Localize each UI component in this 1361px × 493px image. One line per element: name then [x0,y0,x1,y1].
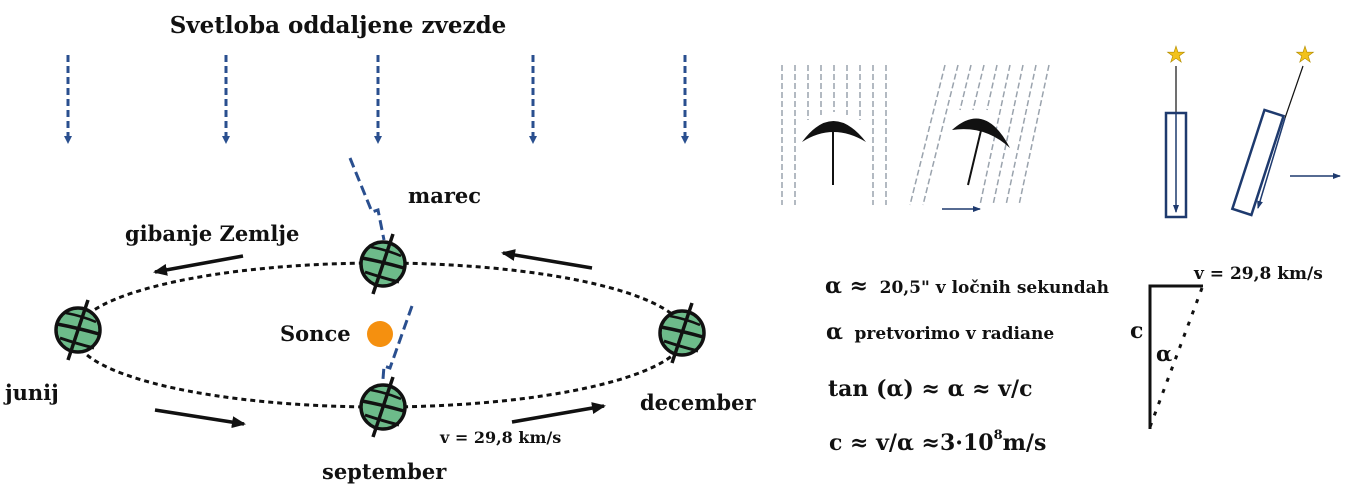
star-icon: ★ [1295,42,1315,67]
direction-arrow [511,402,606,424]
march-label: marec [408,183,481,208]
equation-line-1: α ≈ 20,5" v ločnih sekundah [825,273,1109,299]
earth-december-icon [658,301,706,365]
direction-arrow [154,408,246,429]
equation-line-4: c ≈ v/α ≈3·108m/s [829,428,1046,456]
title: Svetloba oddaljene zvezde [170,12,507,39]
june-label: junij [3,380,59,405]
direction-arrow [501,249,593,270]
sun-label: Sonce [280,321,351,346]
triangle-velocity-label: v = 29,8 km/s [1193,264,1323,284]
equation-line-3: tan (α) ≈ α ≈ v/c [828,376,1032,402]
earth-september-icon [359,375,407,439]
umbrella-moving-illustration [909,64,1050,212]
orbit-direction-arrows [153,249,606,429]
telescope-moving-illustration: ★ [1230,42,1341,217]
equation-line-2: α pretvorimo v radiane [826,319,1054,345]
velocity-label: v = 29,8 km/s [439,428,561,447]
sun-icon [367,321,393,347]
september-label: september [322,459,447,484]
star-icon: ★ [1166,42,1186,67]
triangle-alpha-label: α [1156,341,1172,366]
earth-june-icon [54,298,102,362]
earth-motion-label: gibanje Zemlje [125,221,299,246]
velocity-triangle: v = 29,8 km/s c α [1130,264,1323,429]
december-label: december [640,390,756,415]
earth-march-icon [359,232,407,296]
umbrella-still-illustration [781,65,887,205]
telescope-still-illustration: ★ [1164,42,1188,219]
equations: α ≈ 20,5" v ločnih sekundah α pretvorimo… [825,273,1109,456]
aberrated-ray-september [380,305,414,393]
starlight-arrows [64,55,689,144]
aberrated-ray-march [348,157,386,241]
direction-arrow [153,254,244,276]
triangle-c-label: c [1130,318,1143,344]
